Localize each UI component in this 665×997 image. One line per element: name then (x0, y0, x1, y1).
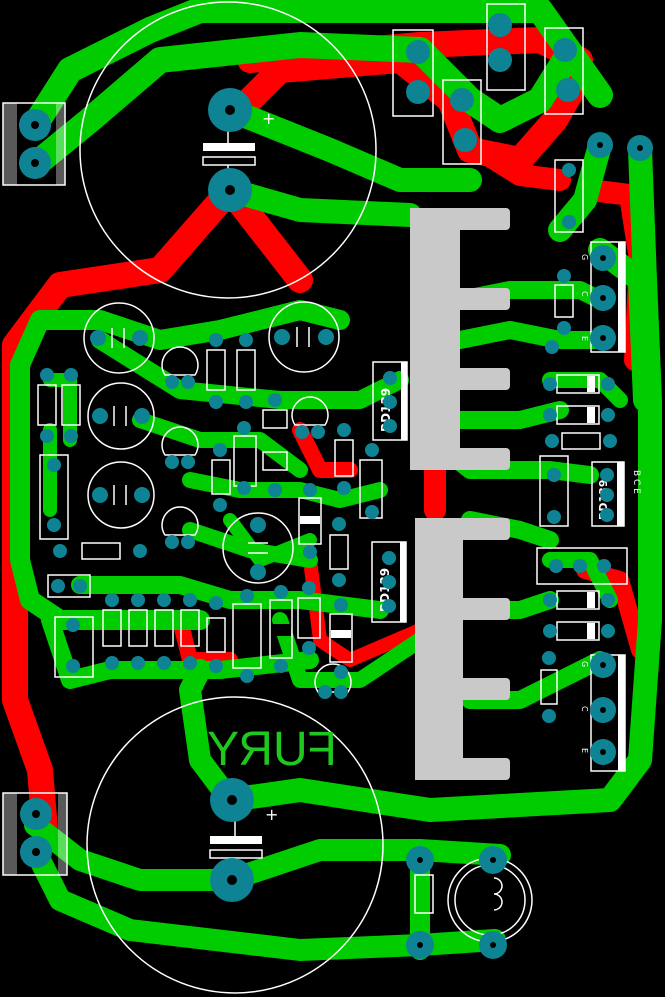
pin-label-g-bottom: G (580, 661, 589, 667)
bd139-right: BD139 B C E (591, 461, 641, 527)
filter-capacitor-top: + (79, 1, 377, 299)
small-transistors (161, 346, 352, 693)
terminal-block-top (2, 102, 66, 186)
pads (19, 13, 653, 959)
filter-capacitor-bottom: + (86, 696, 384, 994)
heatsink-upper (410, 208, 510, 470)
pin-label-g-top: G (580, 254, 589, 260)
pin-label-c-bottom: C (580, 706, 589, 712)
polarity-plus-top: + (262, 109, 275, 128)
heatsink-lower (415, 518, 510, 780)
terminal-block-bottom (2, 792, 68, 876)
board-title: FURY (207, 723, 337, 776)
bce-label: B C E (631, 470, 641, 494)
polarity-plus-bottom: + (265, 805, 278, 824)
pin-label-e-bottom: E (580, 748, 589, 753)
pin-label-e-top: E (580, 336, 589, 341)
small-capacitors (83, 301, 340, 584)
top-right-packages (392, 3, 584, 165)
pin-label-c-top: C (580, 291, 589, 297)
